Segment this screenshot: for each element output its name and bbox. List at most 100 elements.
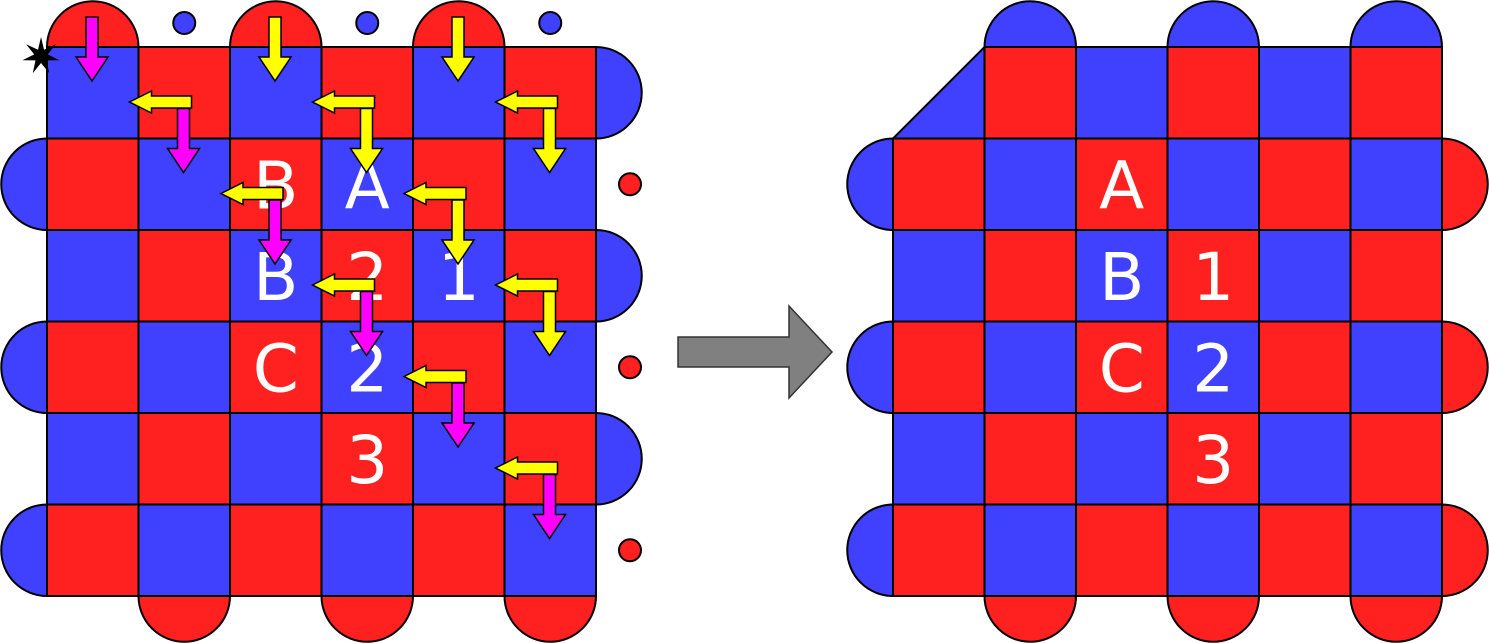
right_panel-cell [892, 137, 986, 231]
right_panel-cell [983, 229, 1077, 323]
right_panel-tab-right [1441, 503, 1489, 598]
left_panel-tab-bottom [137, 595, 232, 643]
left_panel-cell [137, 503, 231, 597]
left_panel-tab-bottom [320, 595, 415, 643]
left_panel-tab-bottom [503, 595, 598, 643]
left-panel-dot-right [618, 355, 642, 380]
right_panel-cell-label: A [1099, 147, 1144, 224]
right_panel-tab-bottom [1349, 595, 1444, 643]
right_panel-tab-top [1166, 0, 1261, 48]
right_panel-cell [1258, 320, 1352, 414]
right_panel-cell [1349, 503, 1443, 597]
yellow-arrow-down [349, 107, 384, 174]
left_panel-cell [229, 320, 323, 414]
left_panel-tab-right [595, 411, 643, 506]
right_panel-cell [983, 46, 1077, 140]
left_panel-cell [137, 320, 231, 414]
left_panel-cell [46, 503, 140, 597]
right_panel-cell [1258, 46, 1352, 140]
yellow-arrow-left [402, 181, 467, 206]
left_panel-cell [137, 412, 231, 506]
right_panel-cell [1075, 503, 1169, 597]
right_panel-cell [1166, 137, 1260, 231]
right_panel-cell-label: 3 [1192, 422, 1234, 499]
right_panel-tab-left [846, 503, 894, 598]
right_panel-cell [1166, 412, 1260, 506]
yellow-arrow-left [310, 272, 376, 298]
right_panel-cell [1349, 137, 1443, 231]
right_panel-tab-bottom [983, 595, 1078, 643]
left-panel-dot-top [355, 11, 380, 35]
left_panel-tab-right [595, 228, 643, 323]
left_panel-tab-left [0, 137, 48, 232]
right_panel-cell [1166, 503, 1260, 597]
right_panel-cell [1166, 229, 1260, 323]
magenta-arrow-down [257, 199, 293, 266]
yellow-arrow-down [257, 16, 293, 83]
right_panel-tab-top [1349, 0, 1444, 48]
left-panel-dot-top [172, 11, 197, 35]
left_panel-cell-label: 3 [346, 422, 388, 499]
right_panel-tab-top [983, 0, 1078, 48]
yellow-arrow-left [402, 364, 467, 389]
right_panel-tab-right [1441, 137, 1489, 232]
right-arrow-icon [677, 304, 834, 400]
yellow-arrow-left [127, 89, 193, 115]
yellow-arrow-left [310, 89, 376, 115]
right_panel-cell [892, 503, 986, 597]
right_panel-tab-right [1441, 320, 1489, 415]
left_panel-cell [229, 412, 323, 506]
magenta-arrow-down [440, 382, 476, 449]
yellow-arrow-left [493, 89, 559, 115]
yellow-arrow-down [532, 290, 567, 357]
right_panel-cell [890, 44, 986, 140]
right_panel-cell [892, 412, 986, 506]
left_panel-cell [46, 229, 140, 323]
right_panel-cell [1349, 320, 1443, 414]
right_panel-cell [1258, 503, 1352, 597]
right_panel-cell [983, 503, 1077, 597]
right_panel-cell-label: 2 [1192, 330, 1234, 407]
right_panel-cell [1349, 46, 1443, 140]
right_panel-cell [1075, 320, 1169, 414]
left_panel-cell [46, 412, 140, 506]
yellow-arrow-left [493, 272, 559, 298]
left_panel-cell-label: C [253, 330, 299, 407]
right_panel-tab-left [846, 137, 894, 232]
yellow-arrow-left [493, 455, 559, 481]
magenta-arrow-down [349, 290, 384, 357]
left-panel-dot-top [538, 11, 563, 35]
right_panel-cell [983, 320, 1077, 414]
right_panel-tab-left [846, 320, 894, 415]
left_panel-cell [137, 229, 231, 323]
right_panel-cell [1258, 412, 1352, 506]
left_panel-cell [503, 229, 597, 323]
yellow-arrow-down [440, 16, 476, 83]
left-panel-dot-right [618, 172, 642, 197]
magenta-arrow-down [74, 16, 110, 83]
yellow-arrow-down [440, 199, 476, 266]
left_panel-cell [229, 503, 323, 597]
right_panel-cell-label: B [1099, 239, 1144, 316]
right_panel-cell-label: 1 [1192, 239, 1234, 316]
right_panel-cell [1075, 46, 1169, 140]
left-panel-dot-right [618, 538, 642, 563]
right_panel-cell [892, 229, 986, 323]
left_panel-cell [320, 503, 414, 597]
yellow-arrow-down [532, 107, 567, 174]
left_panel-tab-left [0, 503, 48, 598]
right_panel-cell [1349, 229, 1443, 323]
left_panel-tab-left [0, 320, 48, 415]
left_panel-cell [320, 412, 414, 506]
left_panel-cell [46, 137, 140, 231]
left_panel-cell [412, 503, 506, 597]
right_panel-cell [983, 137, 1077, 231]
right_panel-cell [1166, 46, 1260, 140]
right_panel-cell [983, 412, 1077, 506]
right_panel-cell [1258, 137, 1352, 231]
left_panel-tab-right [595, 45, 643, 140]
transform-arrow [677, 304, 834, 400]
